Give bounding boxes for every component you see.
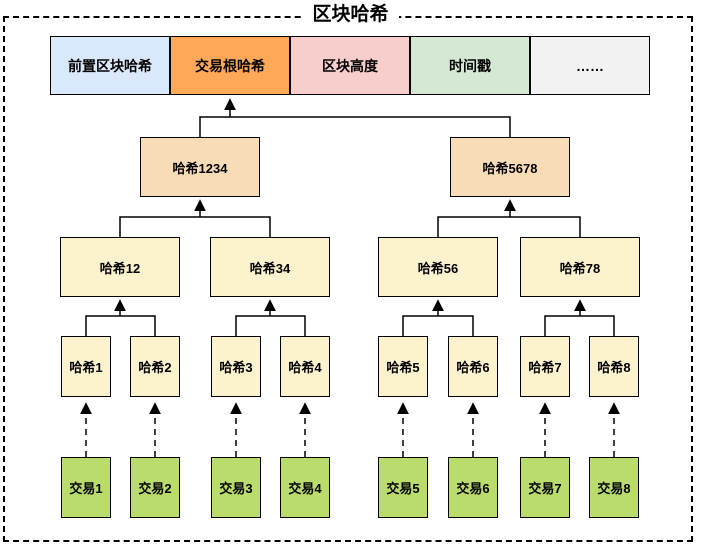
tx-node-5: 交易5	[378, 457, 428, 518]
hash-node-4: 哈希4	[280, 336, 330, 397]
hash-node-78: 哈希78	[520, 237, 640, 297]
hash-node-3: 哈希3	[211, 336, 261, 397]
hash-node-12: 哈希12	[60, 237, 180, 297]
hash-node-56: 哈希56	[378, 237, 498, 297]
hash-node-1: 哈希1	[61, 336, 111, 397]
hash-node-8: 哈希8	[589, 336, 639, 397]
hash-node-34: 哈希34	[210, 237, 330, 297]
tx-node-8: 交易8	[589, 457, 639, 518]
tx-node-4: 交易4	[280, 457, 330, 518]
header-cell-timestamp: 时间戳	[410, 36, 530, 95]
hash-node-1234: 哈希1234	[140, 137, 260, 197]
tx-node-3: 交易3	[211, 457, 261, 518]
tx-node-1: 交易1	[61, 457, 111, 518]
diagram-title: 区块哈希	[302, 3, 399, 27]
header-cell-block-height: 区块高度	[290, 36, 410, 95]
tx-node-2: 交易2	[130, 457, 180, 518]
hash-node-5678: 哈希5678	[450, 137, 570, 197]
tx-node-6: 交易6	[448, 457, 498, 518]
tx-node-7: 交易7	[520, 457, 570, 518]
hash-node-5: 哈希5	[378, 336, 428, 397]
header-cell-tx-root-hash: 交易根哈希	[170, 36, 290, 95]
hash-node-7: 哈希7	[520, 336, 570, 397]
header-cell-ellipsis: ……	[530, 36, 650, 95]
hash-node-2: 哈希2	[130, 336, 180, 397]
header-cell-prev-block-hash: 前置区块哈希	[50, 36, 170, 95]
hash-node-6: 哈希6	[448, 336, 498, 397]
